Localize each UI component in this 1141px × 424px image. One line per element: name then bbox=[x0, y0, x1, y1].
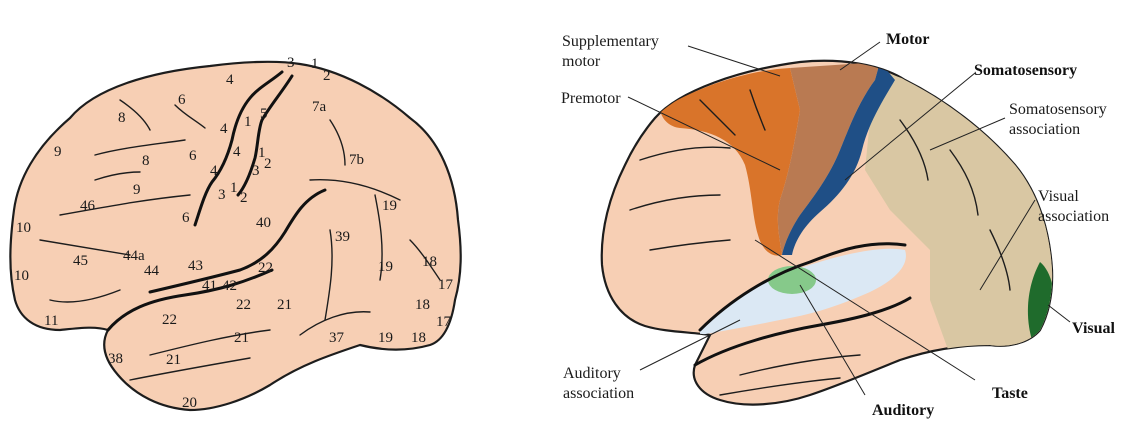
area-label: 43 bbox=[188, 258, 203, 274]
area-label: 19 bbox=[378, 259, 393, 275]
area-label: 10 bbox=[14, 268, 29, 284]
area-label: 5 bbox=[260, 106, 268, 122]
area-label: 40 bbox=[256, 215, 271, 231]
label-auditory-association: Auditory bbox=[563, 365, 621, 382]
left-brain-brodmann: 3 1 2 4 6 8 7a 5 1 4 9 8 6 4 1 2 4 3 7b … bbox=[10, 55, 460, 411]
label-somatosensory: Somatosensory bbox=[974, 62, 1077, 79]
area-label: 17 bbox=[436, 314, 452, 330]
label-supplementary-motor: Supplementary bbox=[562, 33, 659, 50]
area-label: 2 bbox=[323, 68, 331, 84]
area-label: 37 bbox=[329, 330, 345, 346]
label-somatosensory-association-2: association bbox=[1009, 121, 1080, 138]
area-label: 38 bbox=[108, 351, 123, 367]
area-label: 7a bbox=[312, 99, 327, 115]
area-label: 8 bbox=[142, 153, 150, 169]
area-label: 41 bbox=[202, 278, 217, 294]
area-label: 1 bbox=[311, 56, 319, 72]
label-auditory-association-2: association bbox=[563, 385, 634, 402]
area-label: 2 bbox=[240, 190, 248, 206]
area-label: 6 bbox=[189, 148, 197, 164]
area-label: 4 bbox=[226, 72, 234, 88]
label-motor: Motor bbox=[886, 31, 930, 48]
label-visual-association-2: association bbox=[1038, 208, 1109, 225]
area-label: 19 bbox=[382, 198, 397, 214]
area-label: 39 bbox=[335, 229, 350, 245]
area-label: 4 bbox=[220, 121, 228, 137]
label-visual-association: Visual bbox=[1038, 188, 1079, 205]
area-label: 3 bbox=[252, 163, 260, 179]
area-label: 11 bbox=[44, 313, 58, 329]
area-label: 1 bbox=[244, 114, 252, 130]
area-label: 18 bbox=[422, 254, 437, 270]
area-label: 18 bbox=[415, 297, 430, 313]
area-label: 45 bbox=[73, 253, 88, 269]
area-label: 2 bbox=[264, 156, 272, 172]
area-label: 3 bbox=[218, 187, 226, 203]
area-label: 7b bbox=[349, 152, 364, 168]
area-label: 21 bbox=[234, 330, 249, 346]
left-brain-outline bbox=[10, 62, 460, 410]
area-label: 22 bbox=[162, 312, 177, 328]
area-label: 19 bbox=[378, 330, 393, 346]
label-visual: Visual bbox=[1072, 320, 1116, 337]
label-taste: Taste bbox=[992, 385, 1028, 402]
area-label: 9 bbox=[54, 144, 62, 160]
area-label: 46 bbox=[80, 198, 96, 214]
area-label: 9 bbox=[133, 182, 141, 198]
area-label: 3 bbox=[287, 55, 295, 71]
area-label: 4 bbox=[233, 144, 241, 160]
label-somatosensory-association: Somatosensory bbox=[1009, 101, 1107, 118]
area-label: 44a bbox=[123, 248, 145, 264]
area-label: 6 bbox=[178, 92, 186, 108]
label-premotor: Premotor bbox=[561, 90, 621, 107]
area-label: 8 bbox=[118, 110, 126, 126]
area-label: 42 bbox=[222, 278, 237, 294]
area-label: 17 bbox=[438, 277, 454, 293]
area-label: 22 bbox=[236, 297, 251, 313]
area-label: 4 bbox=[210, 163, 218, 179]
area-label: 20 bbox=[182, 395, 197, 411]
label-auditory: Auditory bbox=[872, 402, 934, 419]
area-label: 22 bbox=[258, 260, 273, 276]
right-brain-functional: Supplementary motor Motor Somatosensory … bbox=[561, 31, 1116, 419]
area-label: 21 bbox=[277, 297, 292, 313]
area-label: 21 bbox=[166, 352, 181, 368]
area-label: 18 bbox=[411, 330, 426, 346]
area-label: 6 bbox=[182, 210, 190, 226]
label-supplementary-motor-2: motor bbox=[562, 53, 601, 70]
area-label: 1 bbox=[230, 180, 238, 196]
area-label: 10 bbox=[16, 220, 31, 236]
area-label: 44 bbox=[144, 263, 160, 279]
